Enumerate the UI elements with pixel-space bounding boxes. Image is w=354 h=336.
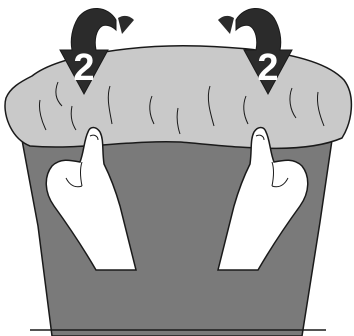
folded-cuff bbox=[5, 46, 351, 149]
right-step-number: 2 bbox=[257, 47, 278, 89]
left-step-number: 2 bbox=[73, 47, 94, 89]
